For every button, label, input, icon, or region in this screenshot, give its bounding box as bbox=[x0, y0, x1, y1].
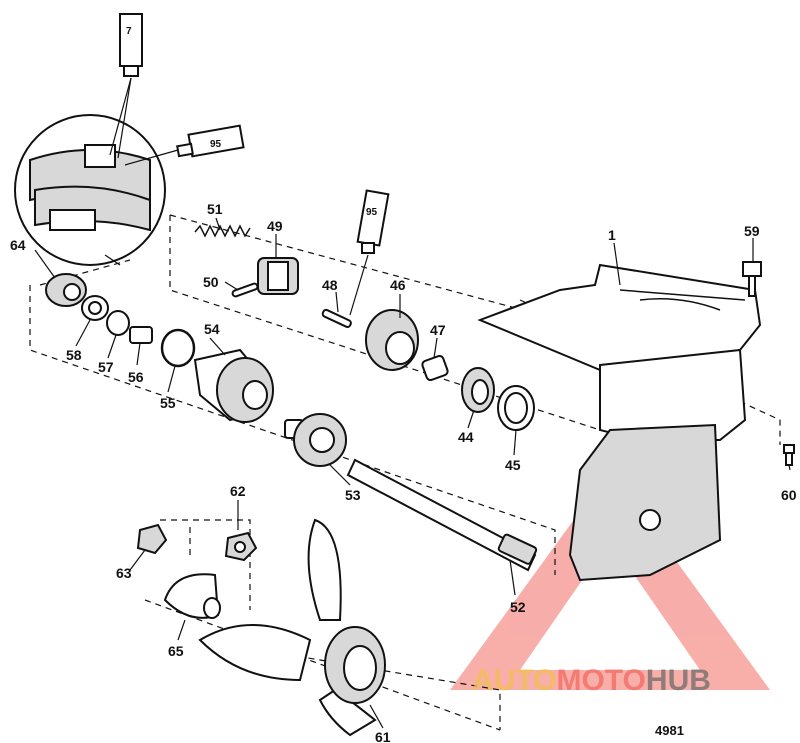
gearcase-housing bbox=[477, 263, 762, 582]
figure-number: 4981 bbox=[655, 723, 684, 738]
label-63: 63 bbox=[116, 565, 132, 581]
label-62: 62 bbox=[230, 483, 246, 499]
label-leader-lines bbox=[34, 217, 791, 729]
watermark-hub: HUB bbox=[646, 664, 711, 697]
shaft-52 bbox=[346, 458, 538, 572]
clutch-49 bbox=[257, 257, 299, 295]
sleeve-47 bbox=[421, 354, 449, 382]
tube-7-label: 7 bbox=[126, 26, 132, 37]
tube-95-a-label: 95 bbox=[210, 139, 222, 150]
propeller-61 bbox=[198, 518, 386, 737]
label-50: 50 bbox=[203, 274, 219, 290]
label-65: 65 bbox=[168, 643, 184, 659]
label-54: 54 bbox=[204, 321, 220, 337]
nut-62 bbox=[224, 531, 258, 562]
cap-64 bbox=[45, 273, 87, 307]
tube-95-b-label: 95 bbox=[366, 207, 378, 218]
cone-65 bbox=[163, 573, 221, 619]
bolt-60 bbox=[783, 444, 795, 466]
label-49: 49 bbox=[267, 218, 283, 234]
label-51: 51 bbox=[207, 201, 223, 217]
lubricant-tube-7: 7 bbox=[109, 13, 143, 159]
watermark-text: AUTOMOTOHUB bbox=[472, 664, 711, 697]
part-labels: 1 59 60 51 49 50 48 46 47 44 45 53 52 54… bbox=[10, 201, 797, 743]
bearing-carrier-46 bbox=[365, 309, 419, 371]
label-61: 61 bbox=[375, 729, 391, 743]
label-60: 60 bbox=[781, 487, 797, 503]
label-59: 59 bbox=[744, 223, 760, 239]
seal-57 bbox=[106, 310, 130, 336]
svg-text:AUTOMOTOHUB: AUTOMOTOHUB bbox=[472, 664, 711, 697]
label-45: 45 bbox=[505, 457, 521, 473]
bushing-56 bbox=[129, 326, 153, 344]
washer-58 bbox=[81, 295, 109, 321]
spring-51 bbox=[194, 224, 251, 238]
label-56: 56 bbox=[128, 369, 144, 385]
label-58: 58 bbox=[66, 347, 82, 363]
detail-inset-circle bbox=[14, 114, 166, 266]
housing-54 bbox=[193, 348, 274, 423]
o-ring-55 bbox=[160, 328, 196, 368]
pin-50 bbox=[231, 282, 259, 298]
pin-48 bbox=[321, 308, 352, 328]
label-1: 1 bbox=[608, 227, 616, 243]
label-46: 46 bbox=[390, 277, 406, 293]
label-52: 52 bbox=[510, 599, 526, 615]
watermark-moto: MOTO bbox=[556, 664, 645, 697]
label-57: 57 bbox=[98, 359, 114, 375]
label-48: 48 bbox=[322, 277, 338, 293]
label-55: 55 bbox=[160, 395, 176, 411]
label-53: 53 bbox=[345, 487, 361, 503]
nut-63 bbox=[136, 523, 168, 555]
label-47: 47 bbox=[430, 322, 446, 338]
label-64: 64 bbox=[10, 237, 26, 253]
race-45 bbox=[497, 385, 535, 431]
lubricant-tube-95-horizontal: 95 bbox=[124, 124, 245, 166]
bolt-59 bbox=[742, 261, 762, 297]
label-44: 44 bbox=[458, 429, 474, 445]
watermark-auto: AUTO bbox=[472, 664, 556, 697]
gear-53 bbox=[284, 413, 347, 467]
lubricant-tube-95-vertical: 95 bbox=[349, 189, 390, 316]
bearing-44 bbox=[461, 367, 495, 413]
